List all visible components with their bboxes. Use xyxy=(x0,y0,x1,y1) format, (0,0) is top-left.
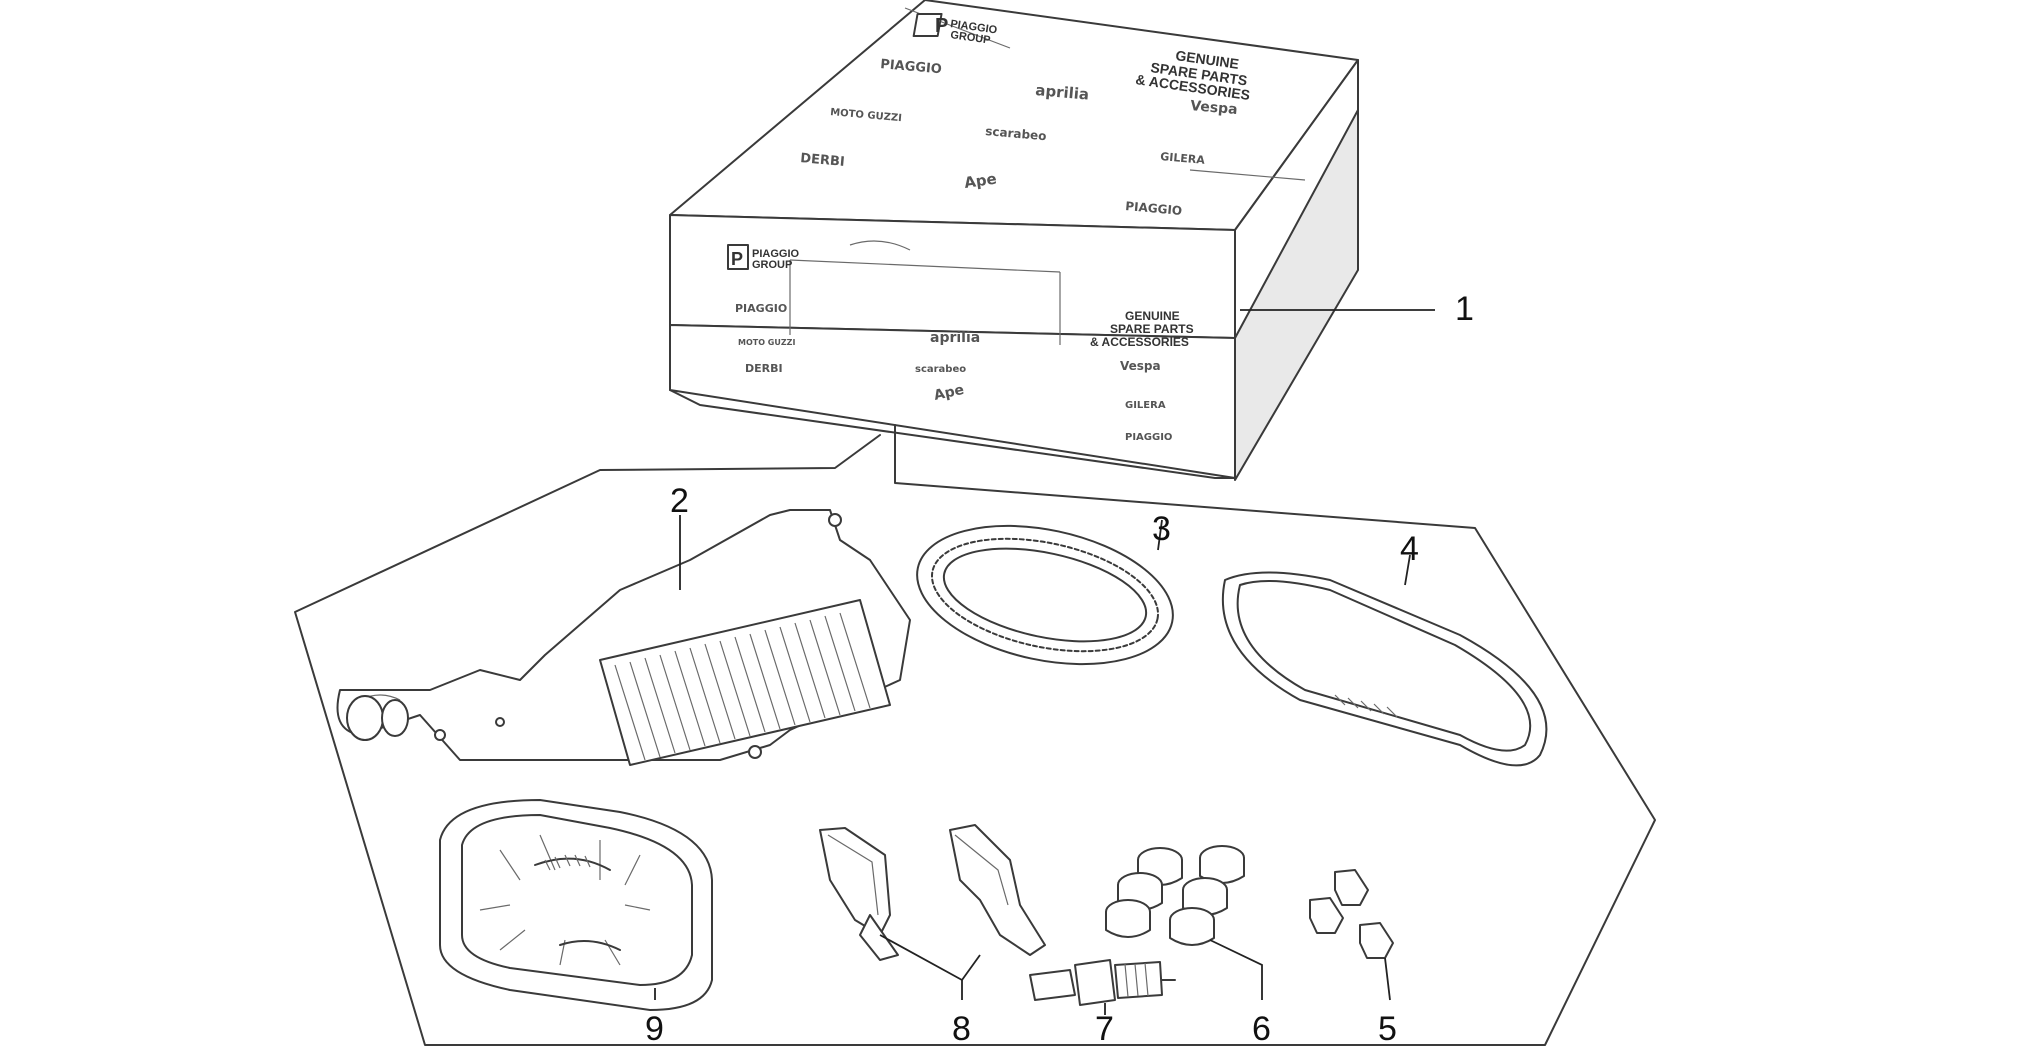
front-brand-scarabeo: scarabeo xyxy=(915,364,966,375)
top-brand-derbi: DERBI xyxy=(800,151,846,170)
top-brand-piaggio: PIAGGIO xyxy=(880,57,943,77)
drive-belt xyxy=(916,519,1174,666)
filter-pleats xyxy=(614,612,871,761)
callout-9: 9 xyxy=(645,1010,664,1048)
callout-1: 1 xyxy=(1455,290,1474,328)
brake-pads xyxy=(819,824,1046,1000)
top-brand-piaggio-commercial: PIAGGIO xyxy=(1125,199,1183,218)
variator-sliders xyxy=(1309,869,1394,1001)
box-front-p-logo: P xyxy=(731,249,743,269)
box-front-group-label-1: PIAGGIO xyxy=(752,248,800,260)
top-brand-ape: Ape xyxy=(963,170,998,192)
callout-5: 5 xyxy=(1378,1010,1397,1048)
callout-3: 3 xyxy=(1152,510,1171,548)
callout-4: 4 xyxy=(1400,530,1419,568)
front-brand-aprilia: aprilia xyxy=(930,330,980,346)
box-top-group-label-2: GROUP xyxy=(950,29,992,46)
spare-parts-box: P PIAGGIO GROUP GENUINE SPARE PARTS & AC… xyxy=(669,0,1359,481)
box-front-group-label-2: GROUP xyxy=(752,259,792,271)
front-brand-derbi: DERBI xyxy=(745,362,783,375)
box-top-p-logo: P xyxy=(935,15,948,37)
box-front-genuine-2: SPARE PARTS xyxy=(1110,322,1194,336)
front-brand-ape: Ape xyxy=(933,382,966,404)
callout-7: 7 xyxy=(1095,1010,1114,1048)
top-brand-aprilia: aprilia xyxy=(1035,81,1090,104)
brake-shoes xyxy=(439,799,713,1011)
top-brand-gilera: GILERA xyxy=(1160,150,1206,167)
kit-outline xyxy=(294,424,1656,1046)
air-filter xyxy=(336,509,911,766)
spark-plug xyxy=(1029,959,1176,1015)
top-brand-vespa: Vespa xyxy=(1190,98,1239,118)
callout-6: 6 xyxy=(1252,1010,1271,1048)
front-brand-piaggio-commercial: PIAGGIO xyxy=(1125,432,1172,443)
box-front-genuine-1: GENUINE xyxy=(1125,309,1180,323)
v-belt xyxy=(1221,554,1548,767)
callout-8: 8 xyxy=(952,1010,971,1048)
box-front-genuine-3: & ACCESSORIES xyxy=(1090,335,1189,349)
front-brand-moto-guzzi: MOTO GUZZI xyxy=(738,338,795,347)
top-brand-scarabeo: scarabeo xyxy=(985,124,1047,143)
callout-2: 2 xyxy=(670,482,689,520)
front-brand-piaggio: PIAGGIO xyxy=(735,302,787,315)
front-brand-gilera: GILERA xyxy=(1125,400,1166,411)
front-brand-vespa: Vespa xyxy=(1120,359,1161,373)
variator-rollers xyxy=(1105,845,1263,1000)
